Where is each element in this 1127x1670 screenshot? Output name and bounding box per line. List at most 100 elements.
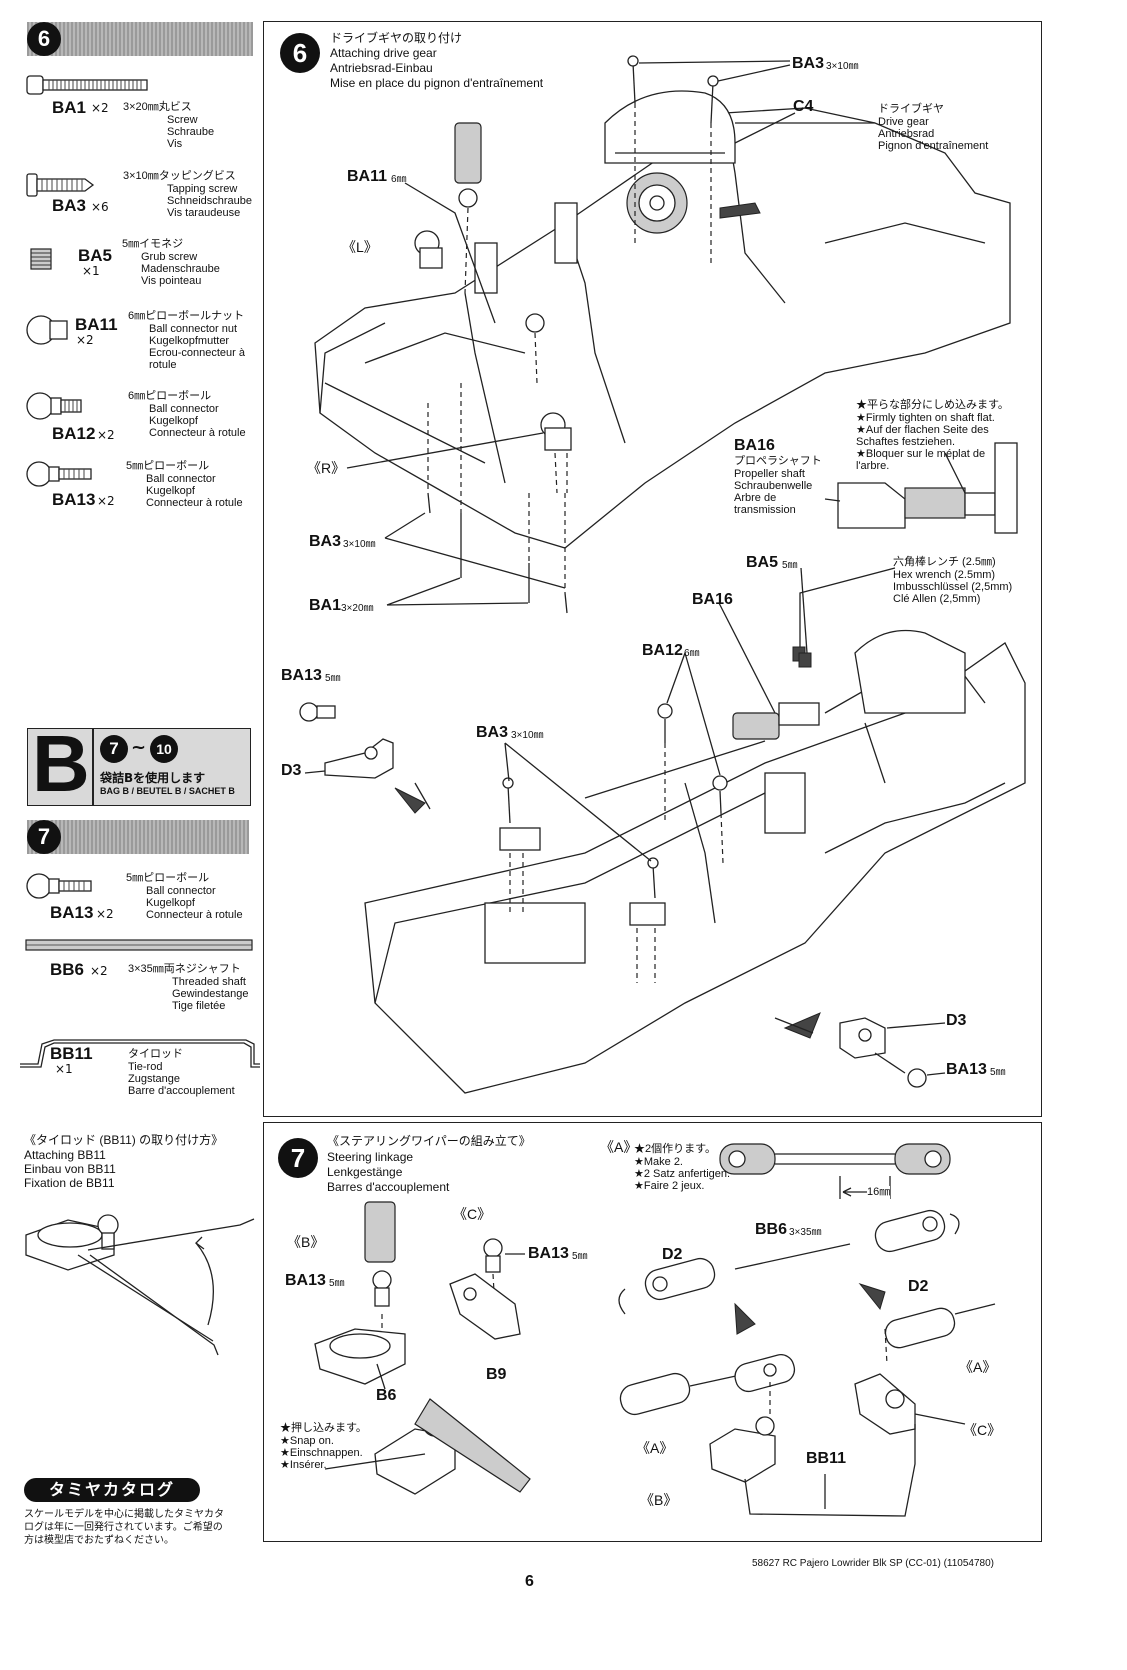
label-ba1-size: 3×20㎜ xyxy=(341,603,374,614)
part-desc-bb6-jp: 3×35㎜両ネジシャフト xyxy=(128,963,241,975)
bag-range-end-badge: 10 xyxy=(150,735,178,763)
label-R: 《R》 xyxy=(307,460,346,476)
label-ba1: BA1 xyxy=(309,597,342,614)
part-desc-ba11-en: Ball connector nut xyxy=(149,323,238,335)
label-C2: 《C》 xyxy=(963,1422,1002,1438)
label-ba13a-size: 5㎜ xyxy=(329,1278,345,1289)
part-desc-bb11-de: Zugstange xyxy=(128,1073,180,1085)
attach-bb11-en: Attaching BB11 xyxy=(24,1148,106,1162)
step7-number-badge: 7 xyxy=(27,820,61,854)
label-d2a: D2 xyxy=(662,1246,683,1263)
step7-title-fr: Barres d'accouplement xyxy=(327,1180,450,1194)
part-code-ba3: BA3 xyxy=(52,196,87,215)
part-code-ba13: BA13 xyxy=(52,490,96,509)
label-hexwrench-fr: Clé Allen (2,5mm) xyxy=(893,593,981,605)
page-number: 6 xyxy=(525,1573,534,1590)
label-bb11: BB11 xyxy=(806,1450,847,1467)
label-d3b: D3 xyxy=(946,1012,967,1029)
label-snap-fr: ★Insérer. xyxy=(280,1459,327,1471)
part-desc-ba13-s7-fr: Connecteur à rotule xyxy=(146,909,243,921)
part-qty-ba5: ×1 xyxy=(82,264,100,278)
label-ba12-size: 6㎜ xyxy=(684,648,700,659)
label-note-4: Schaftes festziehen. xyxy=(856,436,956,448)
label-ba13b-size: 5㎜ xyxy=(990,1067,1006,1078)
label-drive-gear-en: Drive gear xyxy=(878,116,929,128)
step7-header-bar xyxy=(27,820,249,854)
label-bb6: BB6 xyxy=(755,1221,788,1238)
label-note-2: ★Firmly tighten on shaft flat. xyxy=(856,412,995,424)
part-qty-bb11: ×1 xyxy=(55,1062,73,1076)
bag-b-box: B 7 ~ 10 袋詰Bを使用します BAG B / BEUTEL B / SA… xyxy=(27,723,251,806)
part-desc-ba11-jp: 6㎜ピローボールナット xyxy=(128,310,245,322)
part-desc-ba13-en: Ball connector xyxy=(146,473,216,485)
part-desc-bb6-de: Gewindestange xyxy=(172,988,249,1000)
part-qty-ba11: ×2 xyxy=(76,333,94,347)
ball-nut-ba11-icon xyxy=(26,315,68,345)
part-desc-bb11-en: Tie-rod xyxy=(128,1061,163,1073)
label-ba3-mid: BA3 xyxy=(476,724,509,741)
label-snap-jp: ★押し込みます。 xyxy=(280,1422,367,1434)
label-hexwrench-de: Imbusschlüssel (2,5mm) xyxy=(893,581,1013,593)
label-propshaft-de: Schraubenwelle xyxy=(734,480,813,492)
step7-title-en: Steering linkage xyxy=(327,1150,414,1164)
label-ba3-left: BA3 xyxy=(309,533,342,550)
part-code-ba5: BA5 xyxy=(78,246,113,265)
label-ba3-top: BA3 xyxy=(792,55,825,72)
label-ba11: BA11 xyxy=(347,168,388,185)
attach-bb11-illustration xyxy=(25,1214,255,1356)
part-desc-ba13-s7-en: Ball connector xyxy=(146,885,216,897)
part-desc-ba13-de: Kugelkopf xyxy=(146,485,195,497)
catalog-line-1: スケールモデルを中心に掲載したタミヤカタ xyxy=(24,1509,224,1520)
attach-bb11-de: Einbau von BB11 xyxy=(24,1162,116,1176)
label-propshaft-en: Propeller shaft xyxy=(734,468,805,480)
part-desc-ba13-s7-jp: 5㎜ピローボール xyxy=(126,872,210,884)
bag-divider xyxy=(92,729,94,805)
attach-bb11-jp: 《タイロッド (BB11) の取り付け方》 xyxy=(24,1133,224,1147)
label-drive-gear-jp: ドライブギヤ xyxy=(878,103,944,115)
label-make2-de: ★2 Satz anfertigen. xyxy=(634,1168,731,1180)
part-desc-ba3-jp: 3×10㎜タッピングビス xyxy=(123,170,236,182)
part-desc-bb6-en: Threaded shaft xyxy=(172,976,246,988)
label-note-5: ★Bloquer sur le méplat de xyxy=(856,448,986,460)
part-desc-ba1-en: Screw xyxy=(167,114,198,126)
ball-connector-ba12-icon xyxy=(26,392,82,420)
label-ba13a: BA13 xyxy=(285,1272,326,1289)
bag-letter: B xyxy=(32,719,90,808)
label-ba12: BA12 xyxy=(642,642,683,659)
label-hexwrench-en: Hex wrench (2.5mm) xyxy=(893,569,996,581)
part-desc-ba5-en: Grub screw xyxy=(141,251,198,263)
bag-range-tilde: ~ xyxy=(131,737,147,758)
tie-rod-bb11-icon xyxy=(20,1039,260,1068)
part-desc-ba12-jp: 6㎜ピローボール xyxy=(128,390,212,402)
ball-connector-ba13-icon xyxy=(26,461,92,487)
part-desc-ba1-fr: Vis xyxy=(167,138,183,150)
label-propshaft-fr2: transmission xyxy=(734,504,796,516)
step6-title-jp: ドライブギヤの取り付け xyxy=(330,31,463,45)
part-qty-ba13-s7: ×2 xyxy=(96,907,114,921)
label-dim-16mm: 16㎜ xyxy=(867,1186,891,1199)
label-snap-de: ★Einschnappen. xyxy=(280,1447,363,1459)
part-code-ba11: BA11 xyxy=(75,315,118,334)
part-desc-ba5-de: Madenschraube xyxy=(141,263,220,275)
step6-assembly-illustration xyxy=(299,55,1026,1094)
label-make2-jp: ★2個作ります。 xyxy=(634,1143,717,1155)
part-desc-ba13-s7-de: Kugelkopf xyxy=(146,897,195,909)
part-desc-ba12-de: Kugelkopf xyxy=(149,415,198,427)
label-drive-gear-de: Antriebsrad xyxy=(878,128,935,140)
part-code-bb6: BB6 xyxy=(50,960,85,979)
label-propshaft-fr1: Arbre de xyxy=(734,492,777,504)
step6-number-badge: 6 xyxy=(27,22,61,56)
step7-title-jp: 《ステアリングワイパーの組み立て》 xyxy=(327,1134,531,1148)
part-desc-bb6-fr: Tige filetée xyxy=(172,1000,226,1012)
step6-title-fr: Mise en place du pignon d'entraînement xyxy=(330,76,544,90)
label-make2-en: ★Make 2. xyxy=(634,1156,683,1168)
part-desc-ba1-jp: 3×20㎜丸ビス xyxy=(123,101,192,113)
part-desc-ba13-fr: Connecteur à rotule xyxy=(146,497,243,509)
part-qty-ba1: ×2 xyxy=(91,101,109,115)
part-desc-ba5-jp: 5㎜イモネジ xyxy=(122,238,184,250)
label-ba13b: BA13 xyxy=(946,1061,987,1078)
label-b9: B9 xyxy=(486,1366,507,1383)
part-code-ba13-s7: BA13 xyxy=(50,903,94,922)
label-ba13b: BA13 xyxy=(528,1245,569,1262)
label-ba13b-size: 5㎜ xyxy=(572,1251,588,1262)
